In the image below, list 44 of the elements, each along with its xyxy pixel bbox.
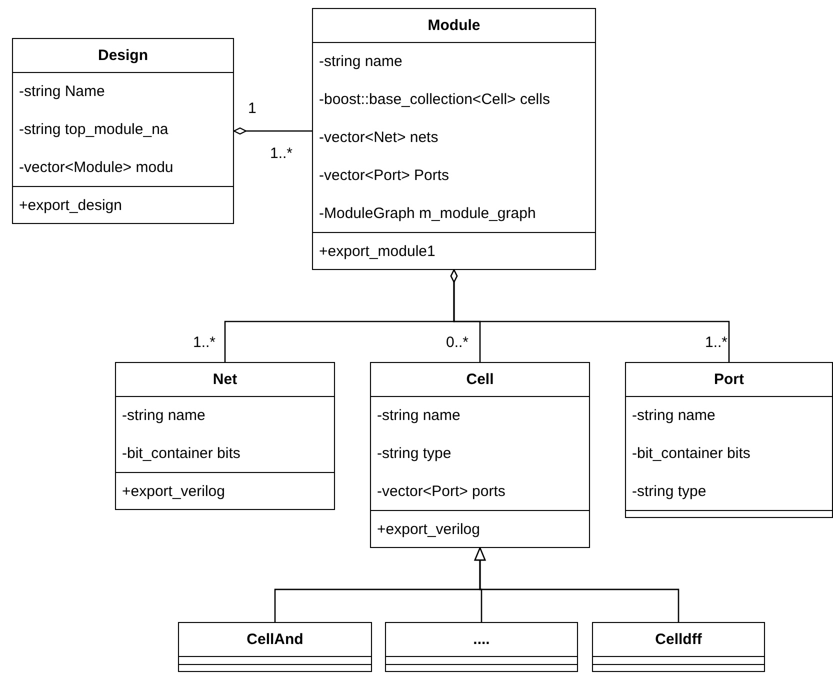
multiplicity-label: 1 <box>248 100 256 117</box>
aggregation-line <box>450 269 730 362</box>
attribute-text: -boost::base_collection<Cell> cells <box>319 91 550 109</box>
attribute-text: -bit_container bits <box>122 445 240 463</box>
attribute-text: -ModuleGraph m_module_graph <box>319 205 536 223</box>
class-box <box>115 362 335 510</box>
attribute-text: -string name <box>319 53 402 71</box>
attribute-text: -string type <box>632 483 706 501</box>
attribute-text: -vector<Port> Ports <box>319 167 450 185</box>
attribute-text: -vector<Port> ports <box>377 483 506 501</box>
method-text: +export_verilog <box>377 521 480 539</box>
class-box <box>625 362 833 518</box>
class-box <box>178 622 372 672</box>
attribute-text: -vector<Net> nets <box>319 129 438 147</box>
class-name: Net <box>212 371 238 389</box>
class-box <box>385 622 578 672</box>
attribute-text: -string name <box>122 407 206 425</box>
class-box <box>12 38 234 224</box>
class-name: Celldff <box>655 631 702 649</box>
class-name: CellAnd <box>246 631 304 649</box>
inheritance-arrow <box>474 547 680 622</box>
class-name: .... <box>473 631 490 649</box>
method-text: +export_design <box>19 197 122 215</box>
class-name: Module <box>428 17 480 35</box>
attribute-text: -string name <box>377 407 460 425</box>
class-box <box>592 622 765 672</box>
class-name: Cell <box>466 371 494 389</box>
multiplicity-label: 0..* <box>446 334 469 351</box>
attribute-text: -vector<Module> modu <box>19 159 174 177</box>
class-name: Port <box>714 371 744 389</box>
method-text: +export_module1 <box>319 243 436 261</box>
aggregation-line <box>233 127 312 135</box>
class-name: Design <box>98 47 148 65</box>
class-box <box>370 362 590 548</box>
class-box <box>312 8 596 270</box>
attribute-text: -bit_container bits <box>632 445 750 463</box>
multiplicity-label: 1..* <box>705 334 728 351</box>
attribute-text: -string Name <box>19 83 105 101</box>
multiplicity-label: 1..* <box>270 145 293 162</box>
attribute-text: -string top_module_na <box>19 121 168 139</box>
multiplicity-label: 1..* <box>193 334 216 351</box>
attribute-text: -string type <box>377 445 452 463</box>
attribute-text: -string name <box>632 407 716 425</box>
method-text: +export_verilog <box>122 483 225 501</box>
